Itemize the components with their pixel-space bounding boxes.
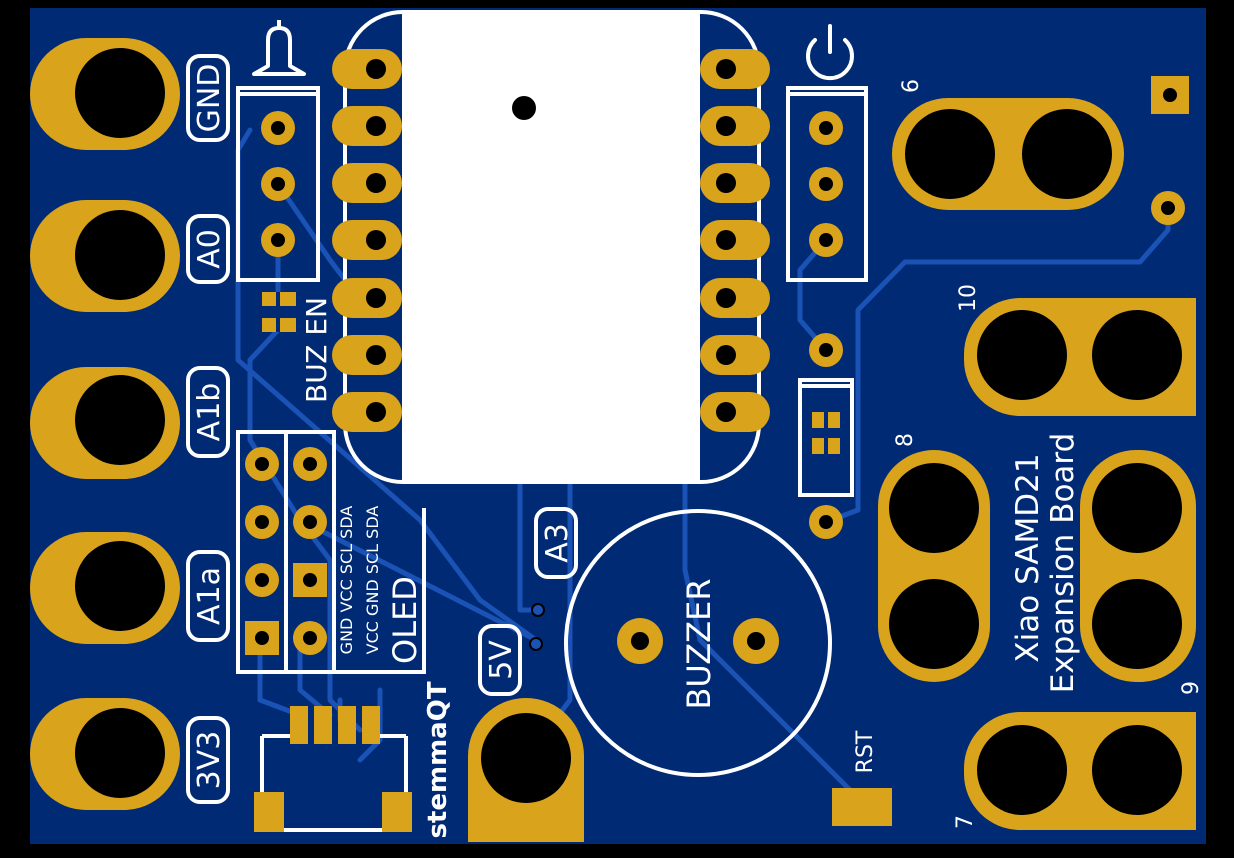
right-pads [878, 76, 1196, 830]
label-pad-10: 10 [956, 284, 981, 312]
power-icon [806, 24, 854, 81]
label-a3: A3 [540, 523, 575, 563]
pad-a0 [30, 200, 180, 312]
vias [529, 603, 545, 651]
label-3v3: 3V3 [192, 731, 227, 790]
resistor [798, 333, 854, 539]
pad-a1b [30, 367, 180, 479]
small-round-pad [1151, 191, 1185, 225]
oled-header [236, 430, 426, 674]
buzzer [564, 509, 832, 777]
label-buzzer: BUZZER [680, 578, 718, 709]
bell-icon [252, 20, 306, 76]
left-labels: GND A0 A1b A1a 3V3 [186, 54, 230, 804]
label-oled: OLED [386, 576, 424, 664]
board-title-line1: Xiao SAMD21 [1010, 453, 1046, 662]
pad-6 [892, 98, 1124, 210]
pad-gnd [30, 38, 180, 150]
label-oled-row1: GND VCC SCL SDA [337, 506, 356, 655]
label-a1a: A1a [192, 567, 227, 625]
label-stemma-qt: stemmaQT [423, 681, 453, 838]
small-square-pad [1151, 76, 1189, 114]
stemma-qt-connector [254, 706, 412, 832]
label-a1b: A1b [192, 383, 227, 442]
pad-10 [964, 298, 1196, 416]
label-pad-8: 8 [893, 433, 918, 447]
pad-9 [1080, 450, 1196, 682]
pad-numbers: 6 10 8 9 7 [893, 79, 1204, 829]
label-gnd: GND [192, 64, 227, 133]
label-pad-9: 9 [1179, 681, 1204, 695]
left-pad-column [30, 38, 180, 810]
label-oled-row2: VCC GND SCL SDA [363, 506, 382, 655]
pad-3v3 [30, 698, 180, 810]
switch-header [786, 86, 868, 282]
xiao-module [332, 10, 770, 484]
board-title-line2: Expansion Board [1045, 433, 1081, 694]
label-rst: RST [853, 730, 878, 773]
pad-rst [832, 788, 892, 826]
label-a0: A0 [192, 229, 227, 269]
pad-a1a [30, 532, 180, 644]
pad-7 [964, 712, 1196, 830]
label-pad-7: 7 [953, 815, 978, 829]
label-pad-6: 6 [899, 79, 924, 93]
label-buz-en: BUZ EN [300, 297, 333, 403]
pad-8 [878, 450, 990, 682]
label-5v: 5V [484, 640, 519, 680]
buz-en-header [236, 86, 320, 332]
pad-5v [468, 698, 584, 842]
